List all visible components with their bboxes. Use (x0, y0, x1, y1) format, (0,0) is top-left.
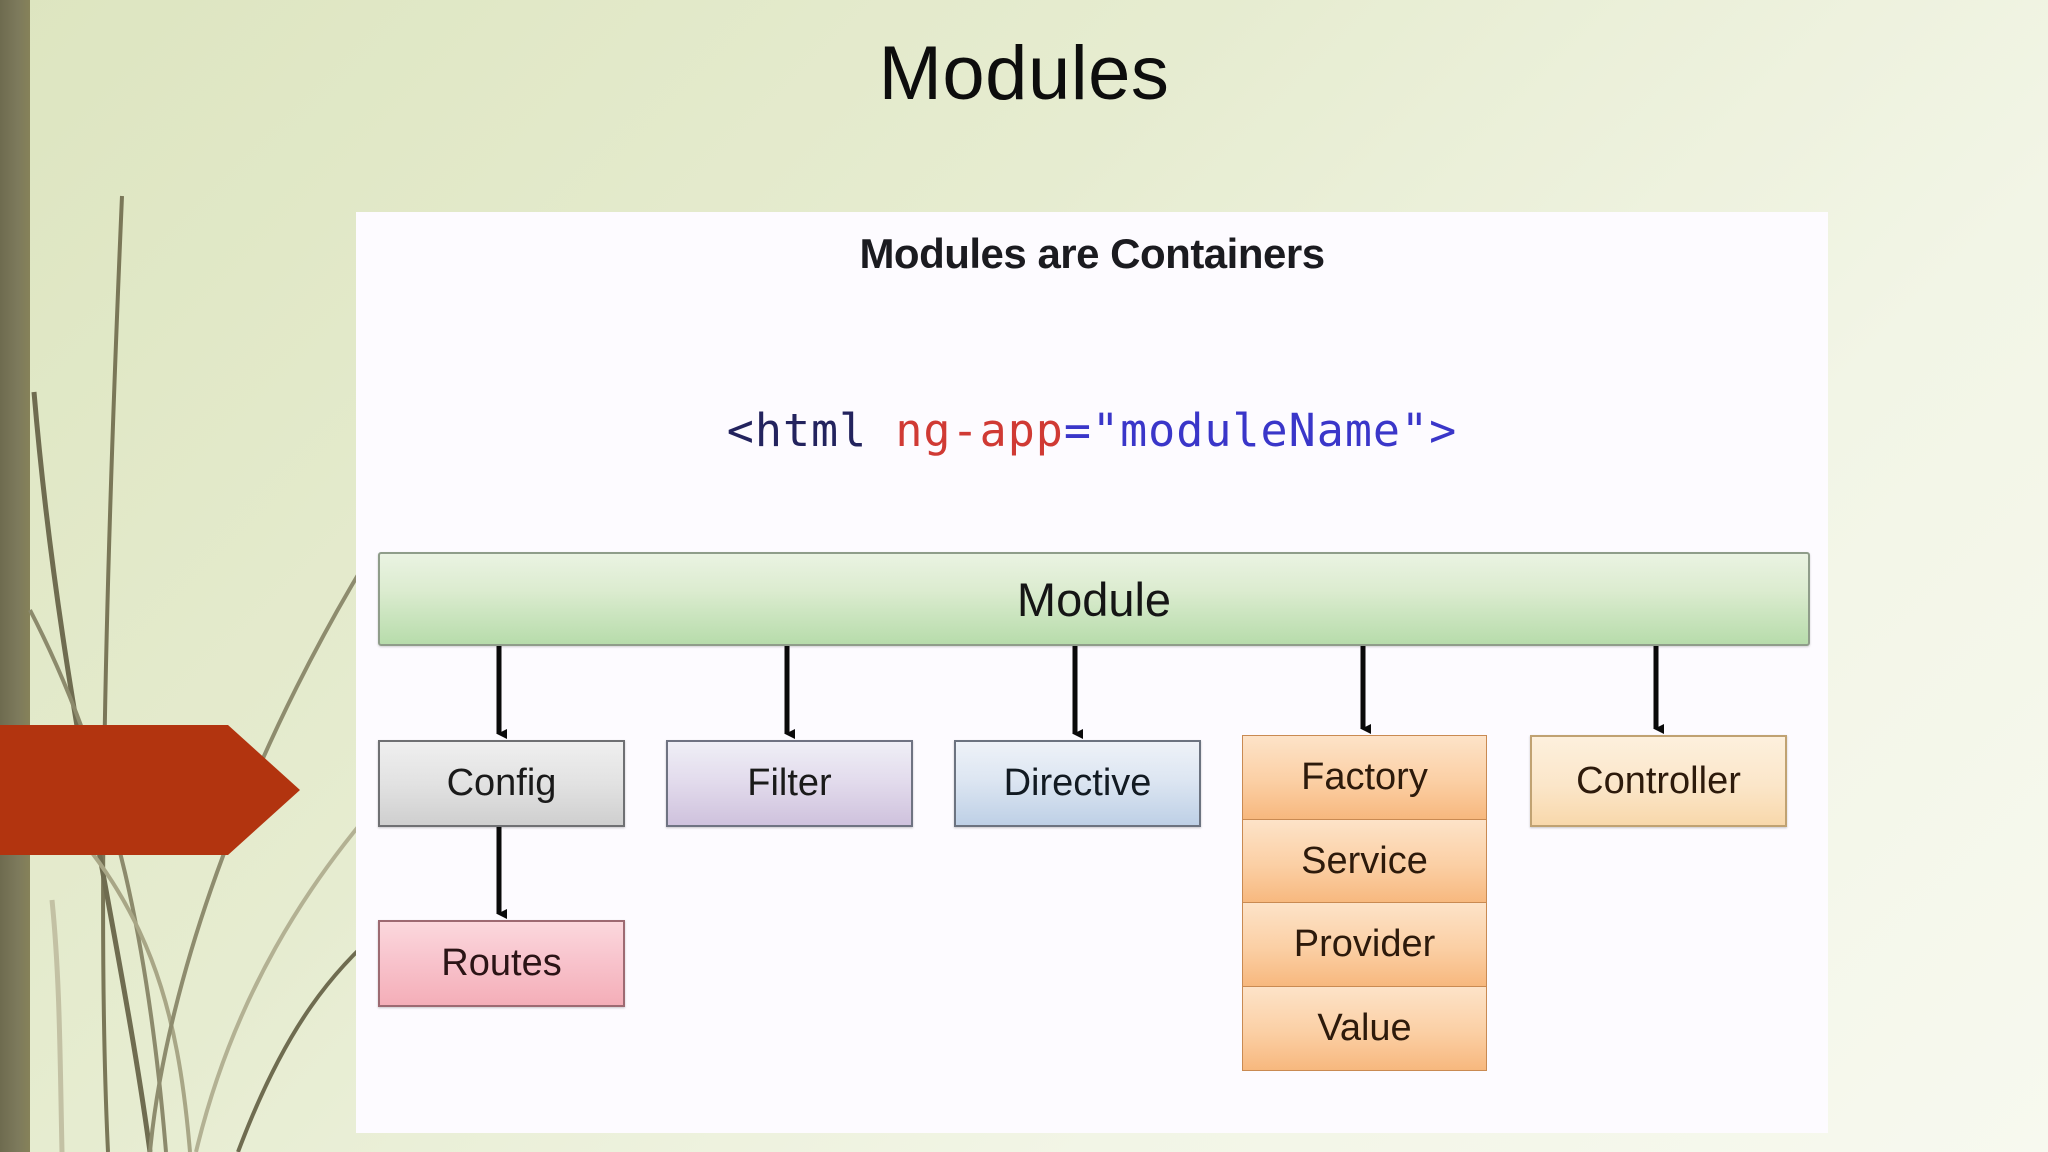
diagram-title: Modules are Containers (859, 230, 1325, 277)
factory-stack: Factory Service Provider Value (1242, 735, 1487, 1071)
module-root-label: Module (1016, 572, 1172, 626)
diagram-panel: Modules are Containers <html ng-app="mod… (356, 212, 1828, 1133)
node-provider[interactable]: Provider (1242, 902, 1487, 987)
node-service-label: Service (1301, 839, 1428, 882)
node-routes[interactable]: Routes (378, 920, 625, 1007)
node-filter-label: Filter (747, 762, 832, 804)
node-service[interactable]: Service (1242, 818, 1487, 904)
node-directive-label: Directive (1003, 762, 1152, 804)
code-value: ="moduleName"> (1063, 404, 1458, 457)
node-value-label: Value (1317, 1006, 1412, 1049)
node-factory-label: Factory (1301, 756, 1428, 798)
node-routes-label: Routes (441, 942, 562, 984)
slide-left-accent-stripe (0, 0, 30, 1152)
node-config-label: Config (446, 762, 557, 804)
page-title: Modules (878, 31, 1170, 116)
node-controller-label: Controller (1576, 759, 1741, 802)
code-attribute: ng-app (895, 404, 1064, 457)
node-controller[interactable]: Controller (1530, 735, 1787, 827)
code-tag: <html (726, 404, 896, 457)
module-root-box[interactable]: Module (378, 552, 1810, 646)
node-factory[interactable]: Factory (1242, 735, 1487, 820)
node-value[interactable]: Value (1242, 985, 1487, 1071)
node-filter[interactable]: Filter (666, 740, 913, 827)
node-config[interactable]: Config (378, 740, 625, 827)
red-arrow-pointer (0, 725, 300, 855)
code-snippet: <html ng-app="moduleName"> (356, 404, 1828, 457)
node-provider-label: Provider (1293, 923, 1436, 965)
node-directive[interactable]: Directive (954, 740, 1201, 827)
